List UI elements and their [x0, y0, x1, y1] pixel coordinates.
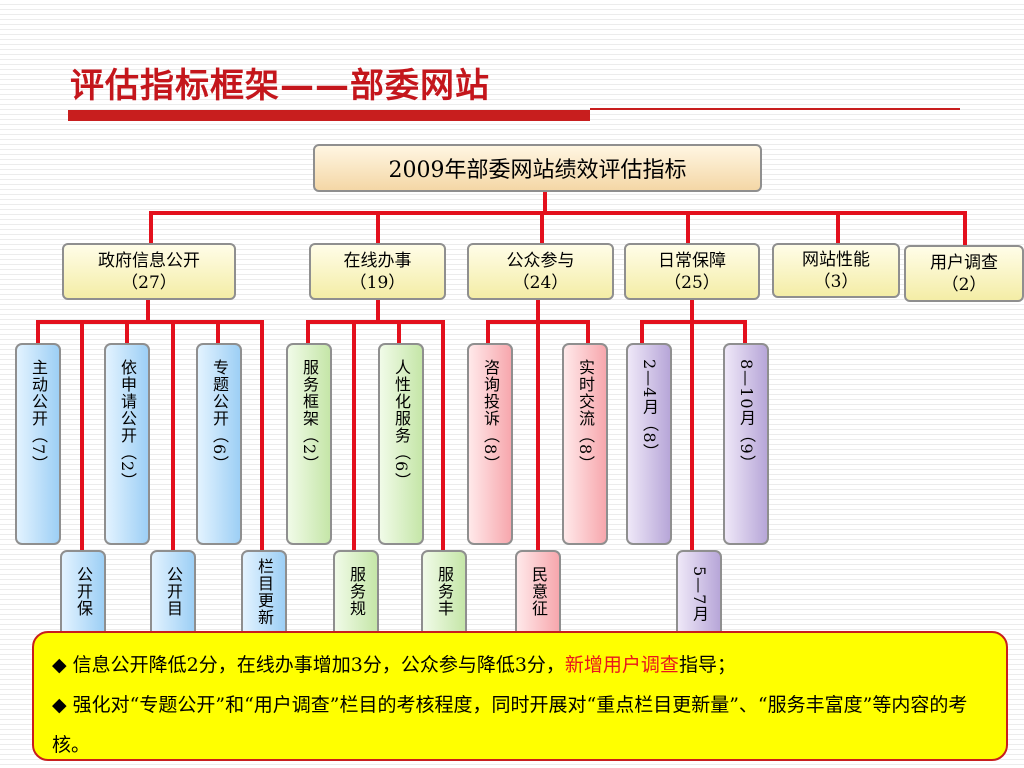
- leaf-label: 2—4月（8）: [640, 359, 659, 461]
- category-name: 公众参与: [506, 250, 575, 271]
- leaf-label: 服务框架（2）: [300, 359, 319, 473]
- category-name: 政府信息公开: [98, 250, 200, 271]
- connector-group-gongzhong: [486, 298, 590, 552]
- leaf-shishi-jiaoliu: 实时交流（8）: [562, 343, 608, 545]
- note-bullet-2: ◆ 强化对“专题公开”和“用户调查”栏目的考核程度，同时开展对“重点栏目更新量”…: [52, 694, 968, 756]
- leaf-renxinghua-fuwu: 人性化服务（6）: [378, 343, 424, 545]
- connector-group-richang: [640, 298, 747, 552]
- category-zaixian-banshi: 在线办事 （19）: [309, 243, 446, 300]
- leaf-zhudong-gongkai: 主动公开（7）: [15, 343, 61, 545]
- category-gongzhong-canyu: 公众参与 （24）: [467, 243, 614, 300]
- category-name: 用户调查: [930, 252, 998, 273]
- leaf-label: 主动公开（7）: [29, 359, 48, 473]
- root-node: 2009年部委网站绩效评估指标: [313, 144, 762, 192]
- leaf-label: 人性化服务（6）: [392, 359, 411, 490]
- category-name: 网站性能: [802, 249, 870, 270]
- connector-group-zaixian: [306, 298, 445, 552]
- category-count: （3）: [813, 271, 859, 292]
- title-underline-thick: [68, 110, 590, 121]
- note-bullet-1-prefix: ◆ 信息公开降低2分，在线办事增加3分，公众参与降低3分，: [52, 654, 565, 676]
- leaf-fuwu-kuangjia: 服务框架（2）: [286, 343, 332, 545]
- leaf-zhuanti-gongkai: 专题公开（6）: [196, 343, 242, 545]
- category-richang-baozhang: 日常保障 （25）: [624, 243, 760, 300]
- root-connector: [149, 192, 967, 245]
- category-wangzhan-xingneng: 网站性能 （3）: [772, 243, 900, 298]
- leaf-label: 专题公开（6）: [210, 359, 229, 473]
- leaf-yishenqing-gongkai: 依申请公开（2）: [104, 343, 150, 545]
- leaf-2-4-yue: 2—4月（8）: [626, 343, 672, 545]
- leaf-label: 公开目: [164, 566, 183, 617]
- leaf-label: 咨询投诉（8）: [481, 359, 500, 473]
- category-count: （2）: [941, 274, 987, 295]
- note-bullet-1-suffix: 指导；: [678, 654, 736, 676]
- category-count: （24）: [512, 272, 569, 293]
- note-bullet-1: ◆ 信息公开降低2分，在线办事增加3分，公众参与降低3分，新增用户调查指导；: [52, 645, 988, 685]
- leaf-label: 8—10月（9）: [737, 359, 756, 472]
- category-name: 日常保障: [658, 250, 726, 271]
- summary-note-box: ◆ 信息公开降低2分，在线办事增加3分，公众参与降低3分，新增用户调查指导； ◆…: [32, 631, 1008, 761]
- leaf-label: 实时交流（8）: [576, 359, 595, 473]
- leaf-label: 公开保: [74, 566, 93, 617]
- category-yonghu-diaocha: 用户调查 （2）: [904, 245, 1024, 302]
- leaf-label: 服务规: [347, 566, 366, 617]
- title-underline-thin: [590, 108, 960, 110]
- connector-group-zhengfu: [36, 298, 264, 552]
- leaf-label: 依申请公开（2）: [118, 359, 137, 490]
- note-bullet-1-highlight: 新增用户调查: [564, 654, 679, 676]
- leaf-zixun-tousu: 咨询投诉（8）: [467, 343, 513, 545]
- leaf-label: 5—7月: [690, 566, 709, 623]
- category-name: 在线办事: [343, 250, 412, 271]
- category-count: （25）: [664, 272, 720, 293]
- category-count: （19）: [349, 272, 406, 293]
- leaf-8-10-yue: 8—10月（9）: [723, 343, 769, 545]
- root-node-label: 2009年部委网站绩效评估指标: [388, 158, 687, 183]
- category-count: （27）: [121, 272, 177, 293]
- leaf-label: 民意征: [529, 566, 548, 617]
- category-zhengfu-xinxi-gongkai: 政府信息公开 （27）: [62, 243, 236, 300]
- leaf-label: 栏目更新: [255, 558, 274, 626]
- leaf-label: 服务丰: [435, 566, 454, 617]
- slide-title: 评估指标框架——部委网站: [70, 66, 490, 106]
